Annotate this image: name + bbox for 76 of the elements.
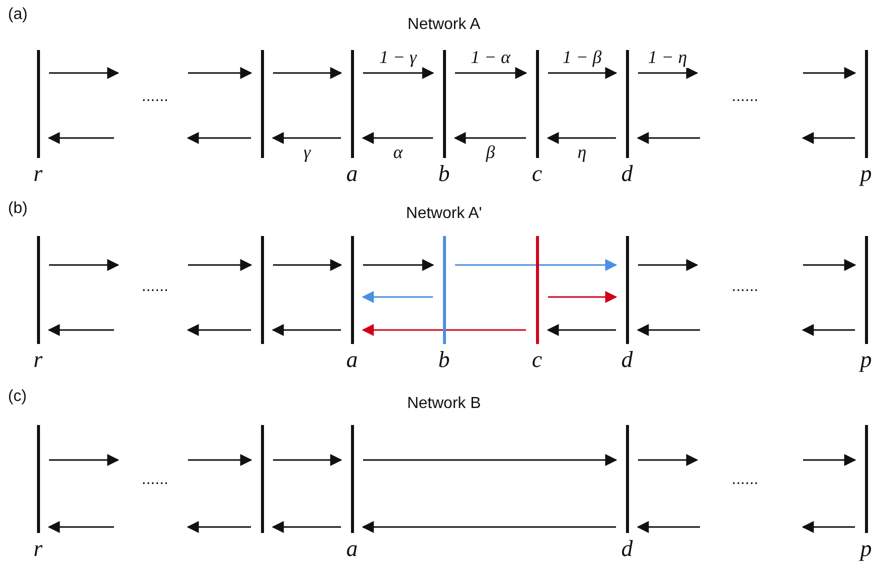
caption-text: Network B xyxy=(407,395,481,413)
arrow xyxy=(273,259,342,271)
node-letter: a xyxy=(346,348,358,371)
arrow xyxy=(455,67,528,79)
arrow xyxy=(636,132,700,144)
caption-text: ...... xyxy=(732,278,758,296)
edge-label: 1 − γ xyxy=(377,48,419,68)
node-letter: c xyxy=(532,348,542,371)
node-letter: a xyxy=(346,162,358,185)
arrow xyxy=(636,521,700,533)
arrow xyxy=(273,67,342,79)
arrow xyxy=(546,132,616,144)
caption-text: ...... xyxy=(142,88,168,106)
node-letter: r xyxy=(34,537,42,560)
node-letter: p xyxy=(860,537,872,560)
node-letter: r xyxy=(34,348,42,371)
arrow xyxy=(362,291,433,303)
arrow xyxy=(49,259,120,271)
arrow xyxy=(188,259,252,271)
arrow xyxy=(548,67,618,79)
arrow xyxy=(803,67,856,79)
arrow xyxy=(636,324,700,336)
caption-text: ...... xyxy=(732,471,758,489)
caption-text: ...... xyxy=(142,278,168,296)
edge-label: 1 − β xyxy=(560,48,604,68)
arrow xyxy=(48,521,114,533)
arrow xyxy=(548,291,618,303)
node-letter: p xyxy=(860,162,872,185)
arrow xyxy=(362,324,526,336)
node-letter: b xyxy=(438,162,450,185)
arrow xyxy=(186,132,251,144)
node-letter: p xyxy=(860,348,872,371)
arrow xyxy=(49,454,120,466)
caption-text: (c) xyxy=(8,388,27,406)
arrow xyxy=(803,454,856,466)
arrow xyxy=(546,324,616,336)
arrow xyxy=(638,259,698,271)
arrow xyxy=(802,521,855,533)
edge-label: 1 − η xyxy=(646,48,690,68)
node-letter: c xyxy=(532,162,542,185)
arrow xyxy=(272,324,341,336)
caption-text: Network A' xyxy=(406,205,482,223)
arrow xyxy=(363,454,618,466)
arrow xyxy=(49,67,120,79)
arrow xyxy=(803,259,856,271)
caption-text: (a) xyxy=(8,6,28,24)
arrow xyxy=(455,259,618,271)
arrow xyxy=(362,521,616,533)
caption-text: (b) xyxy=(8,200,28,218)
arrow xyxy=(802,324,855,336)
node-letter: d xyxy=(621,537,633,560)
arrow xyxy=(802,132,855,144)
node-letter: a xyxy=(346,537,358,560)
arrow xyxy=(273,454,342,466)
caption-text: Network A xyxy=(408,16,480,34)
arrow xyxy=(186,324,251,336)
arrow xyxy=(638,67,698,79)
arrow xyxy=(188,67,252,79)
node-letter: d xyxy=(621,162,633,185)
node-letter: b xyxy=(438,348,450,371)
arrow xyxy=(186,521,251,533)
arrow xyxy=(363,67,434,79)
caption-text: ...... xyxy=(142,471,168,489)
arrow xyxy=(454,132,526,144)
node-letter: d xyxy=(621,348,633,371)
arrow xyxy=(362,132,433,144)
arrow xyxy=(48,132,114,144)
arrow xyxy=(272,132,341,144)
node-letter: r xyxy=(34,162,42,185)
edge-label: β xyxy=(484,143,497,163)
arrow xyxy=(363,259,434,271)
caption-text: ...... xyxy=(732,88,758,106)
arrow xyxy=(48,324,114,336)
arrow xyxy=(188,454,252,466)
arrow xyxy=(638,454,698,466)
arrow xyxy=(272,521,341,533)
